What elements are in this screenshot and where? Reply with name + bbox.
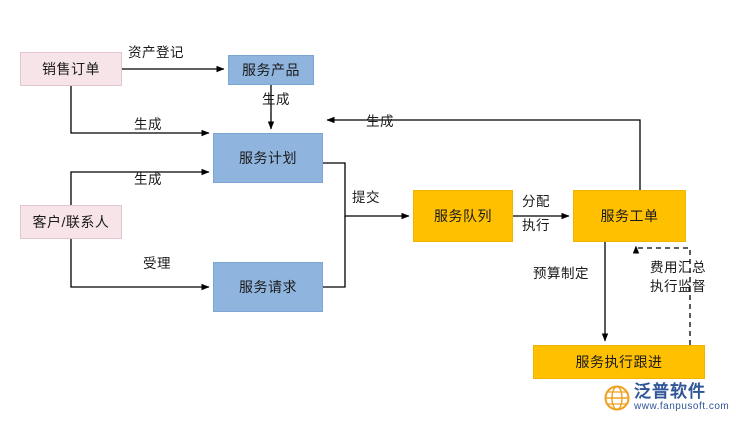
node-service-plan[interactable]: 服务计划 [213,133,323,183]
edge-label-accept: 受理 [143,256,171,271]
edge-label-submit: 提交 [352,190,380,205]
watermark-logo: 泛普软件 www.fanpusoft.com [604,383,729,412]
edge-label-exec-monitor: 执行监督 [650,279,706,294]
watermark-brand-en: www.fanpusoft.com [634,401,730,412]
node-service-product[interactable]: 服务产品 [228,55,314,85]
node-service-request[interactable]: 服务请求 [213,262,323,312]
edge-label-asset-register: 资产登记 [128,45,184,60]
edge-label-generate-1: 生成 [262,92,290,107]
node-service-followup-label: 服务执行跟进 [575,353,663,370]
edge-label-generate-3: 生成 [134,172,162,187]
globe-icon [604,385,630,410]
node-service-followup[interactable]: 服务执行跟进 [533,345,705,379]
edge-label-cost-summary: 费用汇总 [650,260,706,275]
edge-label-generate-2: 生成 [134,117,162,132]
node-sales-order[interactable]: 销售订单 [20,52,122,86]
edge-label-assign: 分配 [522,194,550,209]
node-service-queue[interactable]: 服务队列 [413,190,513,242]
node-service-request-label: 服务请求 [239,278,297,295]
edge-label-budget-plan: 预算制定 [533,266,589,281]
watermark-text: 泛普软件 www.fanpusoft.com [634,383,729,412]
node-service-plan-label: 服务计划 [239,149,297,166]
edge-label-generate-4: 生成 [366,114,394,129]
node-customer-contact[interactable]: 客户/联系人 [20,205,122,239]
edge-label-execute: 执行 [522,218,550,233]
node-service-product-label: 服务产品 [242,61,300,78]
watermark-brand-cn: 泛普软件 [634,382,706,401]
node-service-workorder[interactable]: 服务工单 [573,190,686,242]
node-sales-order-label: 销售订单 [42,60,100,77]
node-service-workorder-label: 服务工单 [600,207,659,224]
node-customer-contact-label: 客户/联系人 [32,213,110,230]
node-service-queue-label: 服务队列 [434,207,492,224]
